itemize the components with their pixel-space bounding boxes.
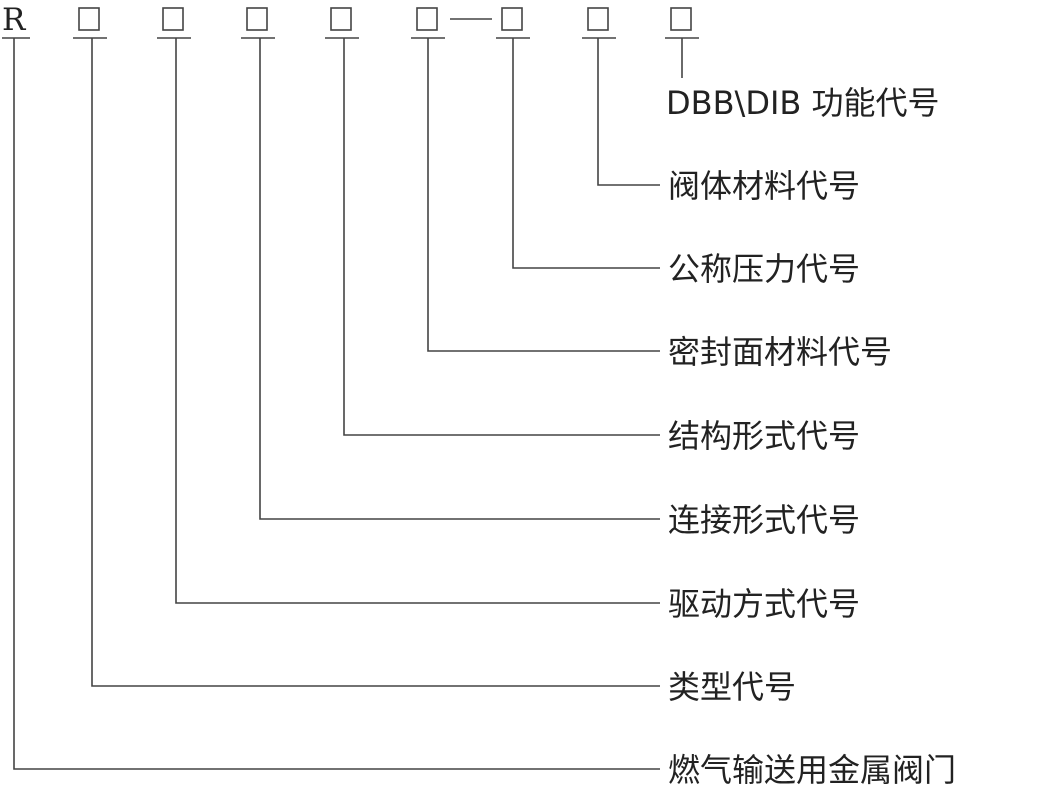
label-connection: 连接形式代号	[668, 501, 860, 539]
label-nominal-pressure: 公称压力代号	[668, 250, 860, 288]
label-gas-valve: 燃气输送用金属阀门	[668, 751, 956, 789]
code-box-2	[157, 7, 191, 39]
label-seal-material: 密封面材料代号	[668, 333, 892, 371]
leader-type	[91, 38, 660, 687]
leader-seal-material	[427, 38, 660, 352]
code-box-5	[411, 7, 445, 39]
label-structure: 结构形式代号	[668, 417, 860, 455]
leader-body-material	[597, 38, 660, 186]
leader-connection	[259, 38, 660, 520]
code-box-8	[665, 7, 699, 39]
code-box-6	[496, 7, 530, 39]
label-type: 类型代号	[668, 668, 796, 706]
prefix-letter: R	[2, 2, 27, 38]
code-box-4	[325, 7, 359, 39]
label-body-material: 阀体材料代号	[668, 167, 860, 205]
leader-structure	[343, 38, 660, 436]
code-box-1	[73, 7, 107, 39]
code-box-7	[582, 7, 616, 39]
code-box-3	[241, 7, 275, 39]
label-drive: 驱动方式代号	[668, 585, 860, 623]
leader-drive	[175, 38, 660, 604]
leader-nominal-pressure	[512, 38, 660, 269]
label-dbb-dib: DBB\DIB 功能代号	[666, 84, 940, 122]
leader-gas-valve	[13, 38, 660, 770]
